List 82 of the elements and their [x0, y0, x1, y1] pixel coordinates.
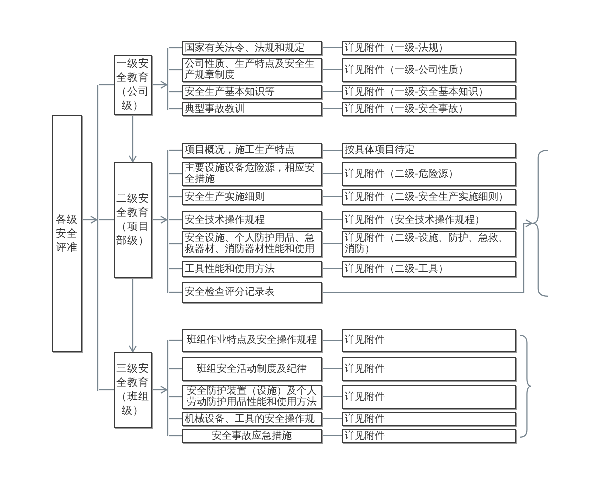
reference-box: 详见附件 — [342, 385, 516, 409]
connector-line — [322, 219, 342, 221]
connector-line — [169, 150, 182, 152]
level-box: 一级安全教育（公司级） — [114, 55, 152, 115]
reference-box: 详见附件（一级-法规） — [342, 41, 516, 55]
topic-box: 安全生产实施细则 — [182, 189, 322, 205]
topic-box: 安全检查评分记录表 — [182, 282, 322, 303]
connector-line — [322, 268, 342, 270]
topic-box: 工具性能和使用方法 — [182, 261, 322, 277]
connector-line — [322, 150, 342, 152]
topic-box: 主要设施设备危险源，相应安全措施 — [182, 162, 322, 186]
reference-box: 详见附件（二级-工具） — [342, 261, 516, 277]
connector-line — [99, 219, 114, 221]
topic-box: 国家有关法令、法规和规定 — [182, 41, 322, 55]
topic-box: 安全技术操作规程 — [182, 211, 322, 229]
reference-box: 详见附件（一级-安全事故） — [342, 102, 516, 116]
reference-box: 详见附件（二级-危险源） — [342, 162, 516, 186]
connector-line — [169, 173, 182, 175]
connector-line — [322, 69, 342, 71]
topic-box: 安全设施、个人防护用品、急救器材、消防器材性能和使用 — [182, 231, 322, 257]
arrow — [152, 386, 168, 394]
connector-line — [99, 389, 114, 391]
reference-box: 详见附件（二级-设施、防护、急救、消防） — [342, 231, 516, 257]
connector-line — [322, 243, 342, 245]
topic-box: 安全防护装置（设施）及个人劳动防护用品性能和使用方法 — [182, 385, 322, 409]
reference-box: 详见附件（一级-公司性质） — [342, 58, 516, 82]
topic-box: 公司性质、生产特点及安全生产规章制度 — [182, 58, 322, 82]
connector-line — [169, 219, 182, 221]
connector-line — [322, 396, 342, 398]
arrow — [152, 80, 168, 90]
connector-line — [169, 340, 182, 342]
arrow — [128, 115, 138, 163]
topic-box: 班组安全活动制度及纪律 — [182, 357, 322, 381]
reference-box: 详见附件 — [342, 429, 516, 443]
connector-line — [169, 91, 182, 93]
connector-line — [322, 196, 342, 198]
reference-box: 详见附件 — [342, 412, 516, 426]
topic-box: 安全生产基本知识等 — [182, 85, 322, 99]
level-box: 三级安全教育（班组级） — [114, 352, 152, 428]
bus-line — [167, 150, 169, 293]
reference-box: 详见附件（安全技术操作规程） — [342, 211, 516, 229]
arrow — [128, 278, 138, 353]
topic-box: 典型事故教训 — [182, 102, 322, 116]
arrow — [152, 216, 168, 224]
arrow — [82, 216, 98, 224]
topic-box: 机械设备、工具的安全操作规 — [182, 412, 322, 426]
level-box: 二级安全教育（项目部级） — [114, 162, 152, 278]
connector-line — [169, 243, 182, 245]
arrow — [322, 219, 533, 294]
topic-box: 班组作业特点及安全操作规程 — [182, 329, 322, 352]
connector-line — [169, 108, 182, 110]
connector-line — [322, 368, 342, 370]
reference-box: 详见附件 — [342, 357, 516, 381]
reference-box: 按具体项目待定 — [342, 143, 516, 158]
curly-brace — [520, 335, 532, 438]
reference-box: 详见附件（一级-安全基本知识） — [342, 85, 516, 99]
topic-box: 项目概况，施工生产特点 — [182, 143, 322, 158]
connector-line — [169, 435, 182, 437]
curly-brace — [532, 150, 548, 297]
connector-line — [99, 84, 114, 86]
connector-line — [322, 108, 342, 110]
connector-line — [322, 435, 342, 437]
bus-line — [97, 84, 99, 390]
reference-box: 详见附件（二级-安全生产实施细则） — [342, 189, 516, 205]
connector-line — [169, 396, 182, 398]
connector-line — [169, 268, 182, 270]
connector-line — [169, 418, 182, 420]
connector-line — [322, 47, 342, 49]
connector-line — [169, 69, 182, 71]
bus-line — [167, 48, 169, 110]
topic-box: 安全事故应急措施 — [182, 429, 322, 443]
connector-line — [322, 340, 342, 342]
connector-line — [169, 368, 182, 370]
connector-line — [169, 292, 182, 294]
reference-box: 详见附件 — [342, 329, 516, 352]
bus-line — [167, 340, 169, 436]
connector-line — [322, 418, 342, 420]
connector-line — [169, 196, 182, 198]
connector-line — [169, 47, 182, 49]
connector-line — [322, 173, 342, 175]
root-box: 各级安全评准 — [52, 115, 82, 352]
connector-line — [322, 91, 342, 93]
